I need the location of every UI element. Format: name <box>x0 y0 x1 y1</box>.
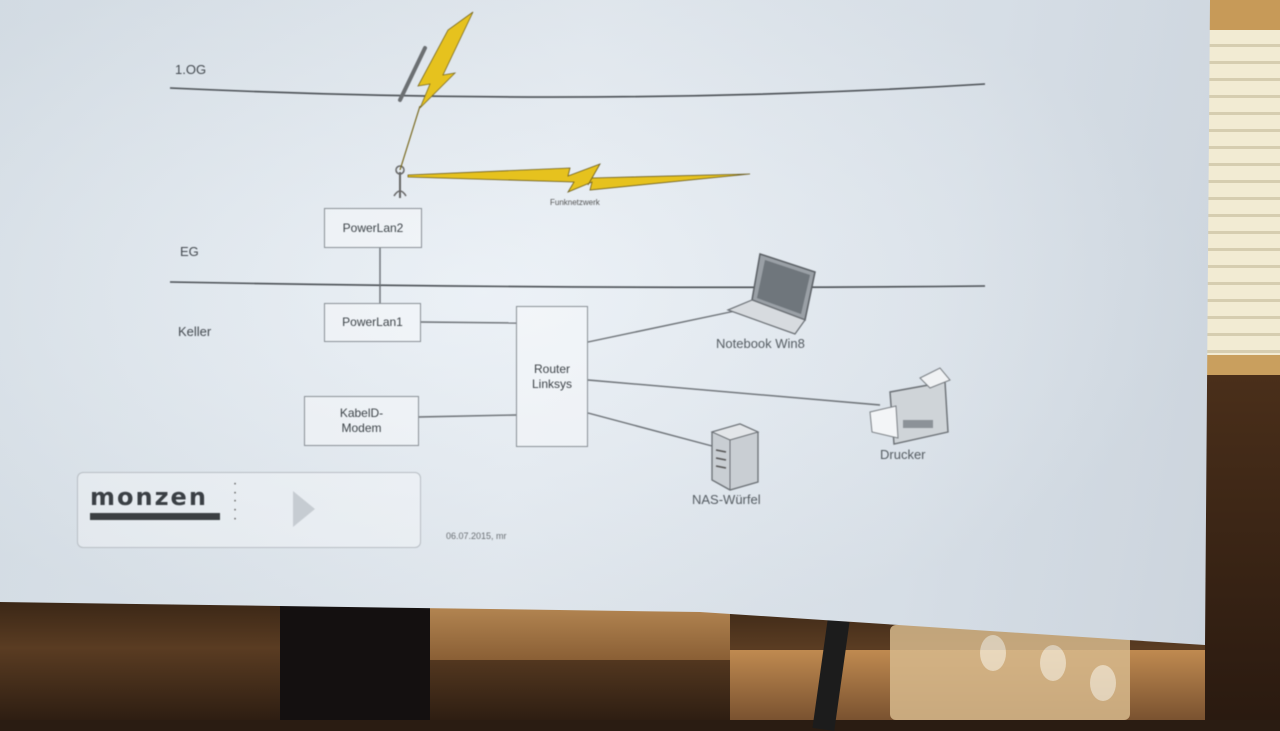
link-router-drucker <box>587 379 881 406</box>
board-hole <box>1040 645 1066 681</box>
background-dark-right <box>1205 375 1280 720</box>
window-blinds <box>1205 30 1280 360</box>
logo-service-list: • • • • • <box>234 482 248 523</box>
diagram-lines <box>169 11 986 491</box>
device-router-label-line2: Linksys <box>531 376 572 391</box>
device-modem-label-line2: Modem <box>341 421 382 435</box>
logo-bar <box>90 513 220 520</box>
floor-label-eg: EG <box>180 244 199 259</box>
background-person-silhouette <box>280 590 430 720</box>
paper-sheet <box>0 0 1210 645</box>
company-logo-panel: monzen • • • • • <box>77 472 421 548</box>
board-hole <box>980 635 1006 671</box>
background-wooden-board <box>890 625 1130 720</box>
antenna-base <box>393 190 407 197</box>
link-router-notebook <box>587 310 736 343</box>
diagram-date: 06.07.2015, mr <box>446 531 507 541</box>
printer-icon <box>869 367 951 445</box>
link-modem-router <box>417 414 517 418</box>
device-powerlan2-label: PowerLan2 <box>342 220 404 235</box>
nas-label: NAS-Würfel <box>692 492 761 507</box>
wireless-bolt-tail <box>399 105 421 171</box>
device-modem-label-line1: KabelD- <box>339 406 384 420</box>
floor-label-og: 1.OG <box>175 62 207 77</box>
board-hole <box>1090 665 1116 701</box>
floor-label-keller: Keller <box>178 324 212 339</box>
upstairs-repeater <box>398 46 427 102</box>
antenna-tip <box>395 165 405 175</box>
window-sill <box>1205 355 1280 375</box>
link-powerlan1-router <box>419 321 517 324</box>
wireless-label: Funknetzwerk <box>550 198 600 207</box>
drucker-label: Drucker <box>880 447 926 462</box>
network-diagram: 1.OG EG Keller Funknetzwerk PowerLan2 Po… <box>77 11 986 548</box>
wireless-bolt-horizontal <box>407 163 751 193</box>
link-router-nas <box>587 412 713 447</box>
device-router: Router Linksys <box>516 306 588 447</box>
logo-arrow-icon <box>293 491 315 527</box>
device-powerlan1: PowerLan1 <box>324 303 421 342</box>
device-router-label-line1: Router <box>533 361 571 376</box>
device-powerlan2: PowerLan2 <box>324 208 422 248</box>
device-cable-modem: KabelD- Modem <box>304 396 419 446</box>
notebook-label: Notebook Win8 <box>716 336 805 351</box>
floor-line-eg <box>169 281 986 289</box>
notebook-icon <box>726 253 816 335</box>
floor-line-og <box>169 83 986 98</box>
nas-tower-icon <box>710 423 760 491</box>
paper-shading <box>0 0 1210 645</box>
wireless-bolt-vertical <box>417 11 474 109</box>
device-powerlan1-label: PowerLan1 <box>342 315 403 329</box>
company-logo-wordmark: monzen <box>90 483 208 511</box>
